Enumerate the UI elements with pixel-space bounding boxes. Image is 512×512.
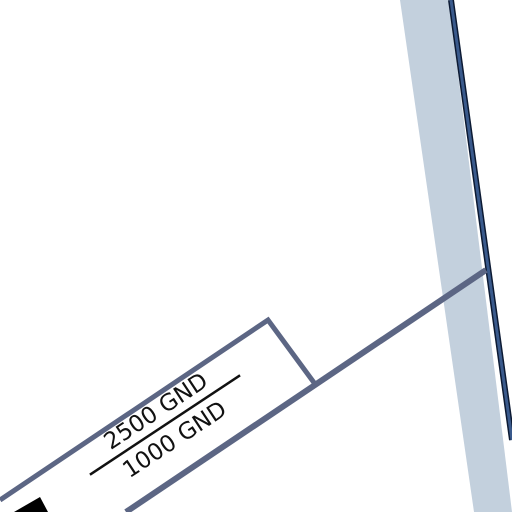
altitude-divider-line (89, 374, 241, 476)
altitude-label-box (0, 316, 318, 503)
altitude-label-group: 2500 GND 1000 GND (89, 368, 241, 484)
boundary-line-dark-inner (449, 0, 512, 441)
chart-block-marker (14, 497, 48, 512)
airspace-boundary-line (124, 267, 488, 512)
shaded-boundary-band (400, 0, 512, 512)
